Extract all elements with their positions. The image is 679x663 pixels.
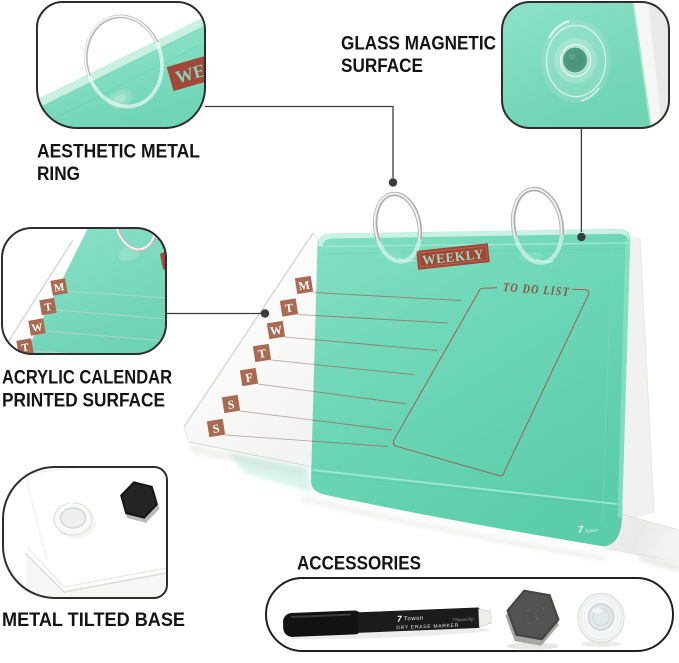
svg-text:S: S [212, 421, 221, 436]
svg-text:TO DO LIST: TO DO LIST [503, 280, 571, 299]
svg-text:7TowonTip: 7TowonTip [452, 617, 474, 623]
svg-text:T: T [21, 341, 31, 354]
svg-text:7: 7 [577, 525, 584, 536]
svg-text:RING: RING [37, 163, 80, 185]
svg-text:T: T [44, 301, 54, 314]
svg-text:Towon: Towon [404, 616, 424, 623]
svg-text:WEEKLY: WEEKLY [421, 246, 484, 267]
svg-text:PRINTED SURFACE: PRINTED SURFACE [2, 390, 165, 412]
svg-text:W: W [269, 323, 283, 339]
svg-text:W: W [31, 321, 44, 335]
svg-text:Tawon: Tawon [585, 528, 599, 534]
svg-text:GLASS MAGNETIC: GLASS MAGNETIC [341, 33, 496, 55]
svg-text:7: 7 [397, 613, 403, 623]
svg-text:AESTHETIC METAL: AESTHETIC METAL [37, 141, 200, 163]
svg-text:M: M [297, 278, 310, 294]
svg-text:M: M [53, 281, 66, 295]
svg-text:METAL TILTED BASE: METAL TILTED BASE [2, 609, 185, 631]
svg-text:DRY ERASE MARKER: DRY ERASE MARKER [396, 623, 459, 632]
svg-text:ACCESSORIES: ACCESSORIES [297, 553, 421, 575]
svg-text:SURFACE: SURFACE [341, 55, 423, 77]
svg-text:F: F [244, 370, 253, 385]
svg-text:T: T [284, 300, 294, 315]
svg-text:ACRYLIC CALENDAR: ACRYLIC CALENDAR [2, 367, 172, 389]
svg-text:S: S [227, 397, 236, 412]
svg-text:T: T [257, 346, 267, 361]
